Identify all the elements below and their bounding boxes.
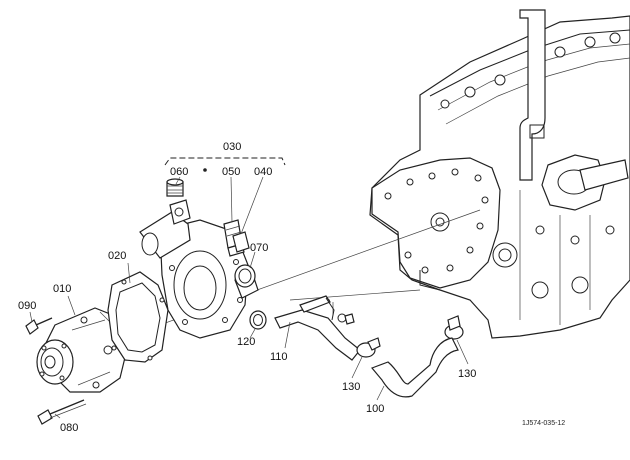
water-pump-010 (36, 307, 129, 393)
o-ring-070 (234, 264, 256, 288)
leader-lines (29, 176, 469, 419)
bolt-090 (25, 317, 53, 335)
part-labels: 030 060 050 040 070 020 010 090 120 110 … (18, 141, 476, 434)
label-050: 050 (222, 166, 240, 178)
label-030: 030 (223, 141, 241, 153)
label-060: 060 (170, 166, 188, 178)
pipe-110 (274, 295, 361, 361)
label-010: 010 (53, 283, 71, 295)
label-020: 020 (108, 250, 126, 262)
plug-060 (166, 178, 184, 197)
gasket-020 (107, 271, 169, 363)
bolt-080 (37, 399, 87, 425)
label-130-left: 130 (342, 381, 360, 393)
label-070: 070 (250, 242, 268, 254)
clamp-130-left (356, 337, 381, 358)
pump-body-030 (139, 199, 259, 339)
hose-100 (370, 337, 459, 398)
o-ring-120 (249, 310, 267, 330)
label-120: 120 (237, 336, 255, 348)
clamp-130-right (444, 315, 464, 340)
label-040: 040 (254, 166, 272, 178)
drawing-code: 1J574-035-12 (522, 420, 565, 427)
label-080: 080 (60, 422, 78, 434)
label-130-right: 130 (458, 368, 476, 380)
label-100: 100 (366, 403, 384, 415)
label-090: 090 (18, 300, 36, 312)
label-110: 110 (270, 351, 288, 363)
engine-block (369, 9, 630, 339)
assembly-030-bracket (164, 157, 286, 172)
